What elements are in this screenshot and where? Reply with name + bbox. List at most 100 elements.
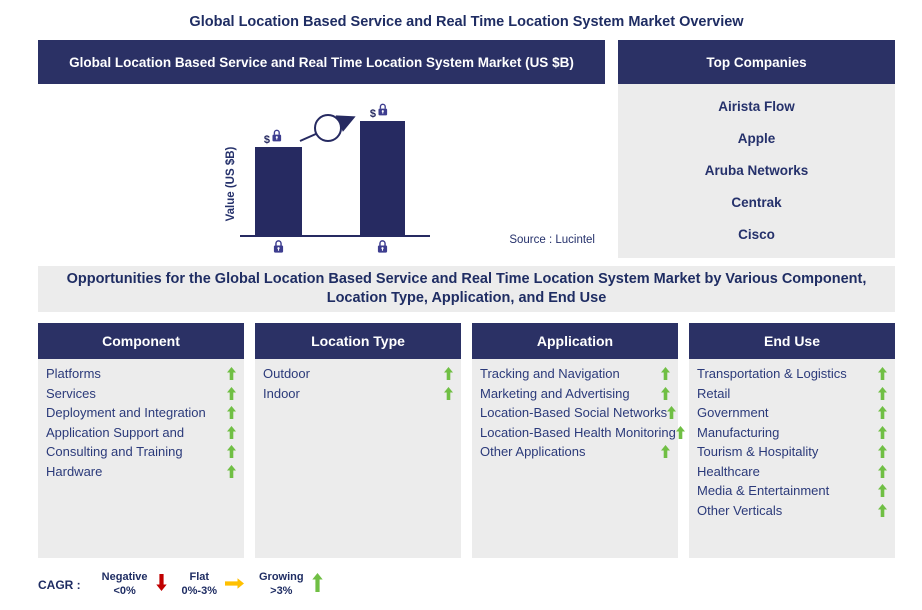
legend-flat-label: Flat (189, 571, 210, 583)
growing-up-arrow-icon (444, 367, 453, 381)
segment-item: Location-Based Health Monitoring (480, 423, 685, 443)
column-component-list: Platforms Services Deployment and Integr… (38, 359, 244, 558)
legend-negative-range: <0% (113, 584, 136, 597)
column-location-type: Location Type Outdoor Indoor (255, 323, 461, 558)
growing-up-arrow-icon (661, 367, 670, 381)
segment-item-label: Application Support and (46, 424, 185, 440)
cagr-legend: CAGR : Negative <0% Flat 0%-3% Growing >… (38, 571, 895, 599)
up-arrow-green-icon (311, 572, 323, 597)
segment-item: Hardware (46, 462, 236, 482)
growing-up-arrow-icon (667, 406, 677, 420)
segment-item: Other Verticals (697, 501, 887, 521)
segment-item-label: Media & Entertainment (697, 483, 830, 499)
segment-item: Transportation & Logistics (697, 364, 887, 384)
legend-growing-label: Growing (259, 571, 304, 583)
cagr-label: CAGR : (38, 577, 81, 592)
column-application-header: Application (472, 323, 678, 359)
growing-up-arrow-icon (878, 367, 887, 381)
segment-item-label: Tourism & Hospitality (697, 444, 819, 460)
segment-item: Healthcare (697, 462, 887, 482)
segment-item: Deployment and Integration (46, 403, 236, 423)
growing-up-arrow-icon (878, 406, 887, 420)
company-name: Airista Flow (718, 99, 795, 114)
segment-item-label: Marketing and Advertising (480, 385, 630, 401)
growing-up-arrow-icon (661, 445, 670, 459)
segment-item-label: Other Applications (480, 444, 586, 460)
growing-up-arrow-icon (878, 425, 887, 439)
segment-item: Tourism & Hospitality (697, 442, 887, 462)
growth-circle (314, 114, 342, 142)
lock-icon-left-year (273, 240, 284, 254)
column-end-use-list: Transportation & Logistics Retail Govern… (689, 359, 895, 558)
bar-end-year (360, 121, 405, 236)
growing-up-arrow-icon (227, 406, 236, 420)
column-end-use-header: End Use (689, 323, 895, 359)
segment-item-label: Consulting and Training (46, 444, 183, 460)
segment-item-label: Indoor (263, 385, 300, 401)
down-arrow-red-icon (155, 573, 167, 596)
legend-entry-flat: Flat 0%-3% (182, 571, 244, 599)
bar-start-year (255, 147, 302, 236)
segment-item: Marketing and Advertising (480, 384, 670, 404)
segment-item: Application Support and (46, 423, 236, 443)
company-name: Cisco (738, 227, 775, 242)
segment-item: Consulting and Training (46, 442, 236, 462)
segment-item: Tracking and Navigation (480, 364, 670, 384)
segment-item: Government (697, 403, 887, 423)
y-axis-label: Value (US $B) (225, 146, 237, 222)
top-companies-panel: Top Companies Airista Flow Apple Aruba N… (618, 40, 895, 258)
segment-item-label: Outdoor (263, 366, 310, 382)
bar-chart: $ $ Value (US $B) Source : Lucintel (38, 84, 605, 258)
growing-up-arrow-icon (878, 503, 887, 517)
growing-up-arrow-icon (878, 445, 887, 459)
lock-icon-right-year (377, 240, 388, 254)
segment-item-label: Services (46, 385, 96, 401)
growing-up-arrow-icon (661, 386, 670, 400)
column-component-header: Component (38, 323, 244, 359)
column-component: Component Platforms Services Deployment … (38, 323, 244, 558)
source-note: Source : Lucintel (509, 234, 595, 246)
segment-item-label: Government (697, 405, 769, 421)
growing-up-arrow-icon (675, 425, 685, 439)
segment-item: Services (46, 384, 236, 404)
legend-entry-growing: Growing >3% (259, 571, 323, 599)
top-companies-header: Top Companies (618, 40, 895, 84)
segment-item-label: Location-Based Health Monitoring (480, 424, 676, 440)
segment-item: Manufacturing (697, 423, 887, 443)
segment-item-label: Platforms (46, 366, 101, 382)
segment-item-label: Transportation & Logistics (697, 366, 847, 382)
right-arrow-yellow-icon (225, 576, 244, 594)
market-chart-header: Global Location Based Service and Real T… (38, 40, 605, 84)
segment-item: Platforms (46, 364, 236, 384)
segment-item-label: Retail (697, 385, 731, 401)
segment-item-label: Manufacturing (697, 424, 780, 440)
column-location-type-header: Location Type (255, 323, 461, 359)
column-location-type-list: Outdoor Indoor (255, 359, 461, 558)
opportunities-banner: Opportunities for the Global Location Ba… (38, 266, 895, 312)
growing-up-arrow-icon (227, 367, 236, 381)
market-chart-panel: Global Location Based Service and Real T… (38, 40, 605, 258)
segment-item: Other Applications (480, 442, 670, 462)
growing-up-arrow-icon (227, 425, 236, 439)
segment-item-label: Tracking and Navigation (480, 366, 620, 382)
company-name: Apple (737, 131, 776, 146)
segment-item: Outdoor (263, 364, 453, 384)
growing-up-arrow-icon (227, 386, 236, 400)
lock-icon-left-value (271, 129, 282, 143)
column-end-use: End Use Transportation & Logistics Retai… (689, 323, 895, 558)
growing-up-arrow-icon (878, 484, 887, 498)
segment-item-label: Hardware (46, 463, 103, 479)
segment-item: Indoor (263, 384, 453, 404)
top-companies-list: Airista Flow Apple Aruba Networks Centra… (618, 84, 895, 258)
segment-item-label: Other Verticals (697, 502, 783, 518)
locked-value-right: $ (370, 108, 376, 120)
legend-flat-text: Flat 0%-3% (182, 571, 217, 599)
segment-item: Location-Based Social Networks (480, 403, 677, 423)
company-name: Centrak (731, 195, 782, 210)
growing-up-arrow-icon (227, 464, 236, 478)
legend-flat-range: 0%-3% (181, 584, 217, 597)
legend-entry-negative: Negative <0% (102, 571, 167, 599)
segment-item-label: Location-Based Social Networks (480, 405, 668, 421)
segment-item-label: Healthcare (697, 463, 760, 479)
